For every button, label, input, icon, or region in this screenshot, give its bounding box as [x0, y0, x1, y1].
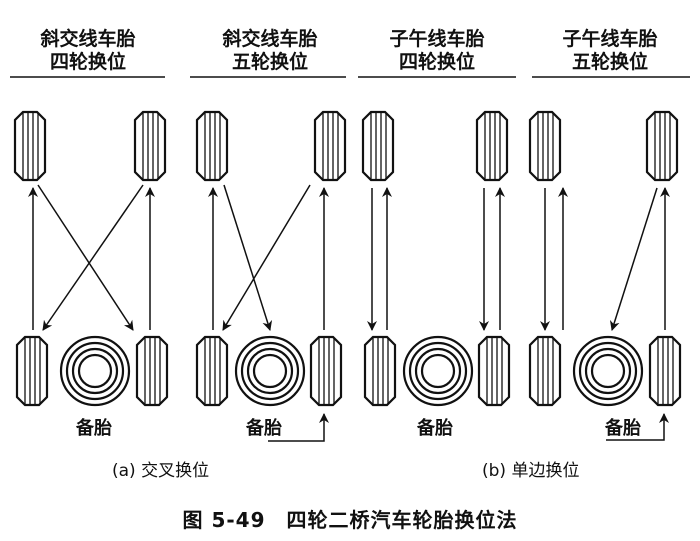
tire-rear-left — [15, 335, 49, 407]
caption-a: (a) 交叉换位 — [112, 461, 210, 481]
panel-4-header: 子午线车胎 五轮换位 — [530, 28, 690, 74]
tire-front-right — [133, 110, 167, 182]
arrow-front-right-to-rear-left — [222, 184, 311, 331]
tire-front-right — [475, 110, 509, 182]
panel-2-title-line1: 斜交线车胎 — [222, 28, 318, 50]
arrow-front-right-to-rear-left — [42, 184, 144, 331]
panel-2-spare-label: 备胎 — [246, 418, 282, 439]
tire-front-right — [313, 110, 347, 182]
arrow-front-right-to-spare — [609, 187, 658, 331]
panel-3-spare-label: 备胎 — [417, 418, 453, 439]
figure-title: 图 5-49 四轮二桥汽车轮胎换位法 — [182, 508, 518, 532]
spare-tire — [234, 335, 306, 407]
caption-b: (b) 单边换位 — [482, 461, 580, 481]
tire-rear-right — [477, 335, 511, 407]
spare-tire — [572, 335, 644, 407]
spare-tire — [77, 353, 113, 389]
spare-tire — [240, 341, 300, 401]
tire-rear-left — [528, 335, 562, 407]
spare-tire — [71, 347, 119, 395]
tire-front-left — [195, 110, 229, 182]
panel-1-title-line1: 斜交线车胎 — [40, 28, 136, 50]
panel-1-title-line2: 四轮换位 — [49, 51, 126, 73]
tire-front-left — [528, 110, 562, 182]
panel-4-title-line1: 子午线车胎 — [562, 28, 658, 50]
panel-1-spare-label: 备胎 — [76, 418, 112, 439]
spare-tire — [408, 341, 468, 401]
spare-tire — [246, 347, 294, 395]
spare-tire — [59, 335, 131, 407]
arrow-spare-to-rear-right — [268, 413, 329, 442]
tire-front-left — [13, 110, 47, 182]
panel-3-title-line1: 子午线车胎 — [389, 28, 485, 50]
spare-tire — [578, 341, 638, 401]
arrow-front-left-to-spare — [223, 184, 273, 331]
panel-2-header: 斜交线车胎 五轮换位 — [190, 28, 350, 74]
tire-rear-right — [309, 335, 343, 407]
panel-1-header: 斜交线车胎 四轮换位 — [8, 28, 168, 74]
tire-front-right — [645, 110, 679, 182]
panel-3-header: 子午线车胎 四轮换位 — [357, 28, 517, 74]
tire-rear-right — [135, 335, 169, 407]
panel-3-title-line2: 四轮换位 — [398, 51, 475, 73]
spare-tire — [590, 353, 626, 389]
tire-front-left — [361, 110, 395, 182]
spare-tire — [65, 341, 125, 401]
tire-rear-left — [363, 335, 397, 407]
spare-tire — [402, 335, 474, 407]
spare-tire — [584, 347, 632, 395]
spare-tire — [414, 347, 462, 395]
arrow-spare-to-rear-right — [606, 413, 669, 441]
panel-2-title-line2: 五轮换位 — [231, 51, 308, 73]
panel-4-spare-label: 备胎 — [605, 418, 641, 439]
tire-rear-right — [648, 335, 682, 407]
arrow-front-left-to-rear-right — [37, 184, 134, 331]
spare-tire — [252, 353, 288, 389]
tire-rear-left — [195, 335, 229, 407]
spare-tire — [420, 353, 456, 389]
panel-4-title-line2: 五轮换位 — [571, 51, 648, 73]
